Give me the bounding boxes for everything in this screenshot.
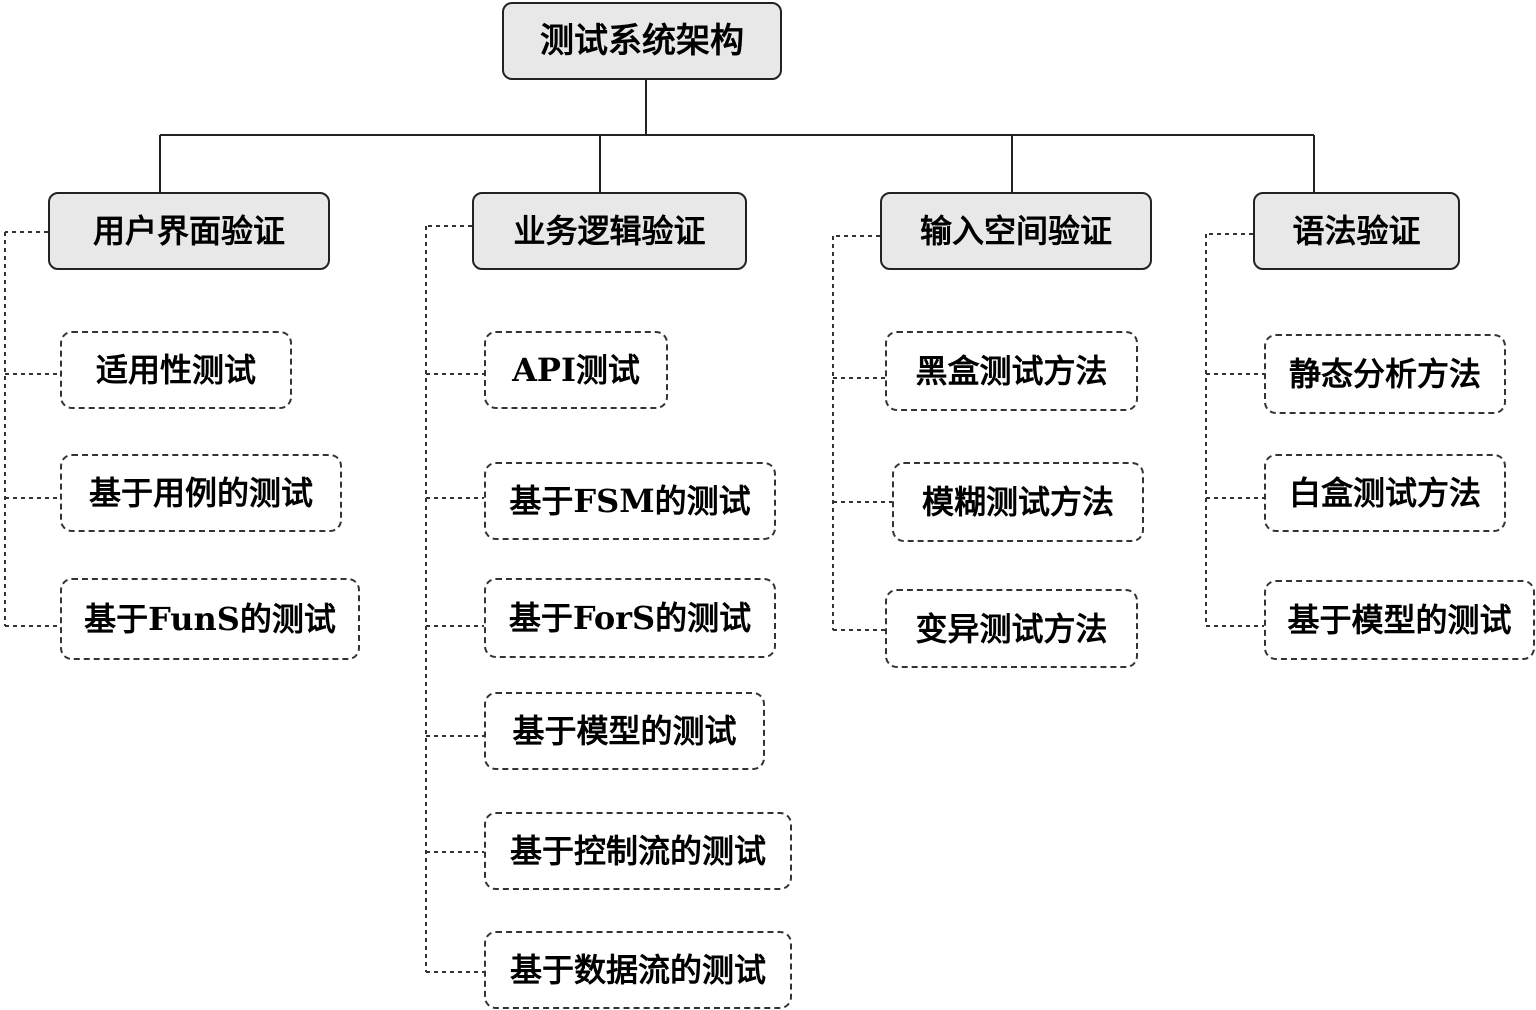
leaf-node: 变异测试方法 bbox=[885, 589, 1138, 668]
leaf-node-label: 基于ForS的测试 bbox=[508, 599, 752, 637]
branch-node-syntax: 语法验证 bbox=[1253, 192, 1460, 270]
leaf-node-label: 基于模型的测试 bbox=[512, 712, 737, 750]
leaf-node: 基于数据流的测试 bbox=[484, 931, 792, 1009]
leaf-node: 基于模型的测试 bbox=[1264, 580, 1535, 660]
root-node: 测试系统架构 bbox=[502, 2, 782, 80]
leaf-node: 基于ForS的测试 bbox=[484, 578, 776, 658]
leaf-node-label: 基于FSM的测试 bbox=[509, 482, 751, 520]
branch-node-label: 业务逻辑验证 bbox=[513, 212, 706, 250]
branch-node-label: 语法验证 bbox=[1292, 212, 1421, 250]
leaf-node: 黑盒测试方法 bbox=[885, 331, 1138, 411]
leaf-node: API测试 bbox=[484, 331, 668, 409]
leaf-node-label: 基于数据流的测试 bbox=[509, 951, 766, 989]
leaf-node: 模糊测试方法 bbox=[892, 462, 1144, 542]
leaf-node-label: 白盒测试方法 bbox=[1288, 474, 1481, 512]
leaf-node: 基于FSM的测试 bbox=[484, 462, 776, 540]
leaf-node: 基于控制流的测试 bbox=[484, 812, 792, 890]
leaf-node-label: 模糊测试方法 bbox=[921, 483, 1114, 521]
leaf-node: 白盒测试方法 bbox=[1264, 454, 1506, 532]
leaf-node-label: 变异测试方法 bbox=[915, 609, 1108, 648]
branch-node-label: 用户界面验证 bbox=[92, 212, 285, 250]
leaf-node-label: 基于控制流的测试 bbox=[509, 832, 766, 870]
leaf-node: 静态分析方法 bbox=[1264, 334, 1506, 414]
branch-node-label: 输入空间验证 bbox=[919, 212, 1112, 250]
branch-node-input-space: 输入空间验证 bbox=[880, 192, 1152, 270]
leaf-node-label: 黑盒测试方法 bbox=[915, 352, 1108, 390]
leaf-node-label: 适用性测试 bbox=[95, 351, 256, 389]
leaf-node-label: 基于模型的测试 bbox=[1287, 601, 1512, 639]
branch-node-ui-verification: 用户界面验证 bbox=[48, 192, 330, 270]
leaf-node: 基于用例的测试 bbox=[60, 454, 342, 532]
leaf-node-label: 基于用例的测试 bbox=[88, 474, 313, 512]
leaf-node-label: API测试 bbox=[512, 351, 640, 389]
leaf-node-label: 静态分析方法 bbox=[1288, 355, 1481, 393]
branch-node-business-logic: 业务逻辑验证 bbox=[472, 192, 747, 270]
leaf-node: 适用性测试 bbox=[60, 331, 292, 409]
leaf-node-label: 基于FunS的测试 bbox=[84, 600, 336, 638]
root-node-label: 测试系统架构 bbox=[540, 21, 744, 61]
leaf-node: 基于FunS的测试 bbox=[60, 578, 360, 660]
leaf-node: 基于模型的测试 bbox=[484, 692, 765, 770]
